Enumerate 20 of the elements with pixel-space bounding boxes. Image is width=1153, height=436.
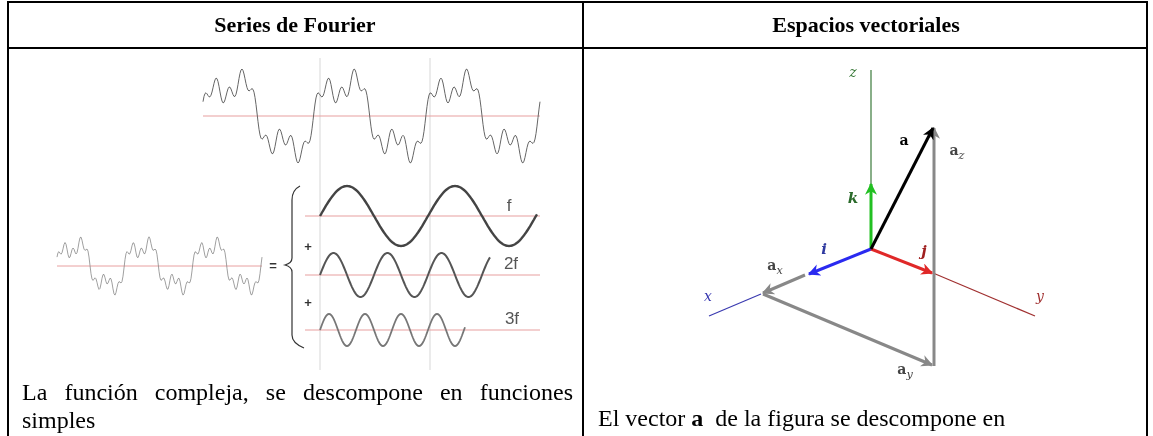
unit-vector-label: j xyxy=(921,243,927,259)
wave-label: 3f xyxy=(504,309,520,327)
axis-label: y xyxy=(1036,289,1044,303)
axis-label: x xyxy=(704,289,712,303)
unit-vector-label: k xyxy=(847,190,859,206)
description-text: El vector a de la figura se descompone en xyxy=(598,404,1007,432)
axis-label: z xyxy=(849,65,857,79)
vector-label: a xyxy=(899,133,909,147)
description-text: La función compleja, se descompone en funciones simples xyxy=(22,378,573,434)
equals-sign: = xyxy=(269,258,277,272)
column-heading: Series de Fourier xyxy=(214,12,376,38)
unit-vector-label: i xyxy=(821,241,827,257)
vector-label: a$_{z}$ xyxy=(949,143,965,161)
vector-label: a$_{x}$ xyxy=(767,258,783,276)
vector-label: a$_{y}$ xyxy=(897,362,913,380)
column-heading: Espacios vectoriales xyxy=(772,12,960,38)
plus-sign: + xyxy=(304,295,312,309)
wave-label: f xyxy=(506,196,512,214)
wave-label: 2f xyxy=(503,254,519,272)
plus-sign: + xyxy=(304,239,312,253)
